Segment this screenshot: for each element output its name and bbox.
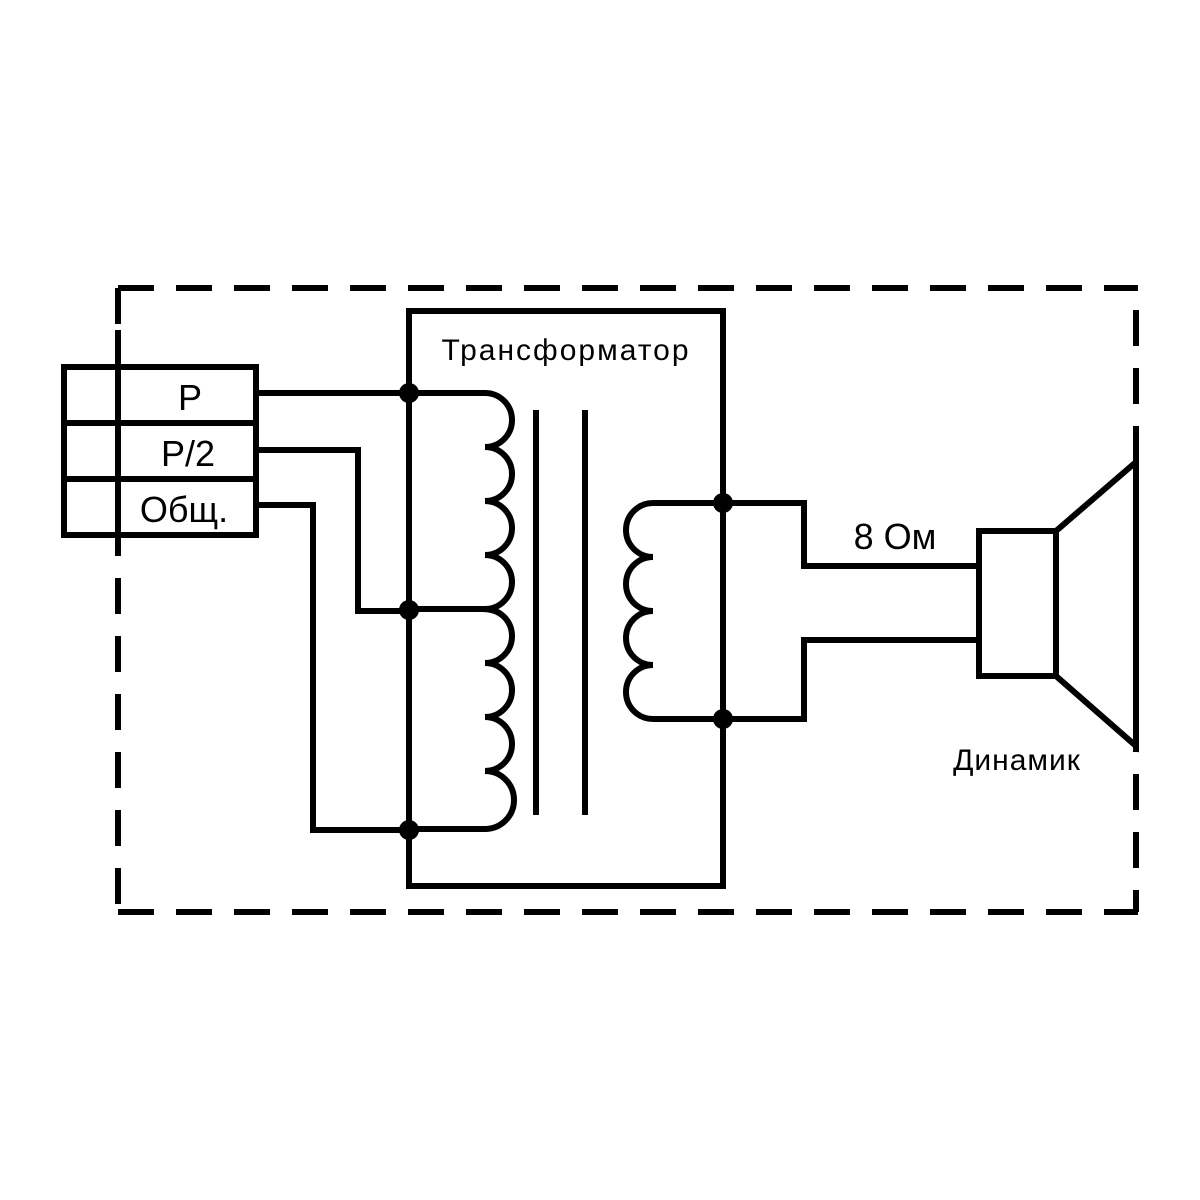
wire-output-bottom bbox=[720, 637, 981, 722]
terminal-p-label: P bbox=[178, 377, 202, 418]
wire-output-top bbox=[720, 500, 981, 569]
terminal-common-label: Общ. bbox=[140, 489, 228, 530]
impedance-label: 8 Ом bbox=[854, 516, 937, 557]
speaker-icon bbox=[976, 455, 1139, 753]
speaker-label: Динамик bbox=[953, 744, 1081, 777]
transformer-label: Трансформатор bbox=[441, 334, 690, 367]
secondary-winding bbox=[623, 500, 726, 722]
terminal-p-half-label: P/2 bbox=[161, 433, 215, 474]
wire-p-half bbox=[253, 447, 412, 614]
junction-p-half bbox=[399, 600, 419, 620]
junction-common bbox=[399, 820, 419, 840]
primary-winding bbox=[406, 390, 517, 832]
transformer-box bbox=[406, 308, 726, 889]
wire-common bbox=[253, 502, 412, 833]
junction-p bbox=[399, 383, 419, 403]
